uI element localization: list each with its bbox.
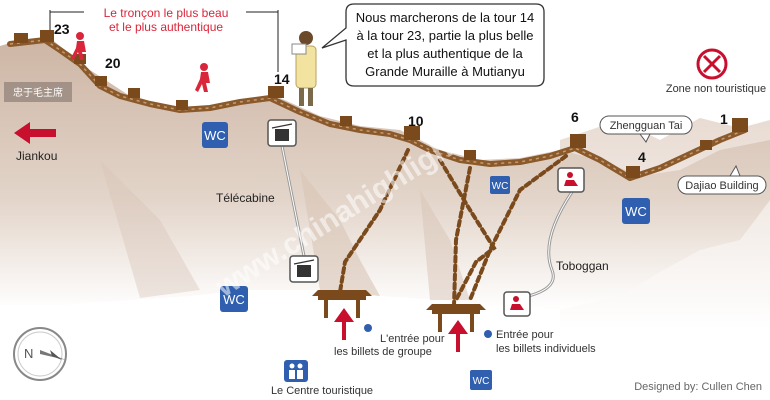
tower-label-23: 23 [54,21,70,37]
zhengguan-tai-label: Zhengguan Tai [610,120,683,132]
speech-bubble: Nous marcherons de la tour 14 à la tour … [321,3,545,87]
tower-label-4: 4 [638,149,646,165]
svg-text:WC: WC [492,181,509,192]
individual-entrance-marker [484,330,492,338]
designer-credit: Designed by: Cullen Chen [634,381,762,393]
individual-entrance-arrow-icon [448,320,468,352]
wc-icon: WC [470,370,492,390]
section-title-line2: et le plus authentique [109,20,223,34]
non-tourist-zone-label: Zone non touristique [666,83,766,95]
chinese-sign-plate [4,82,72,102]
wc-icon: WC [622,198,650,224]
compass-icon [13,327,67,381]
toboggan-label: Toboggan [556,259,609,273]
hiker-icon [195,63,210,92]
group-entrance-label-line2: les billets de groupe [334,346,432,358]
tourist-center-icon [284,360,308,382]
jiankou-arrow-icon [14,122,56,144]
tourist-center-label: Le Centre touristique [271,385,373,397]
valley-fold [300,170,380,296]
svg-text:WC: WC [204,128,226,143]
great-wall-highlight [9,39,746,179]
dajiao-building-label: Dajiao Building [685,180,758,192]
chinese-sign: 忠于毛主席 [13,86,63,99]
svg-text:WC: WC [625,204,647,219]
speech-bubble-line4: Grande Muraille à Mutianyu [365,64,525,79]
hiking-trails [338,148,568,308]
valley-fold [420,190,470,300]
cable-car-top-icon [267,119,297,147]
dajiao-building-tag: Dajiao Building [677,164,767,195]
section-bracket [49,10,279,72]
wc-icon: WC [220,286,248,312]
toboggan-top-icon [557,167,585,193]
hiker-icon [71,32,86,60]
svg-text:WC: WC [473,376,490,387]
svg-text:WC: WC [223,292,245,307]
guide-person-icon [291,31,317,106]
speech-bubble-line1: Nous marcherons de la tour 14 [356,10,534,25]
cable-car-line-inner [281,145,305,257]
speech-bubble-line3: et la plus authentique de la [367,46,523,61]
zhengguan-tai-tag: Zhengguan Tai [599,115,693,143]
mountain [0,38,770,310]
group-entrance-label-line1: L'entrée pour [380,333,445,345]
cable-car-bottom-icon [289,255,319,283]
tower-label-6: 6 [571,109,579,125]
individual-entrance-label-line1: Entrée pour [496,329,554,341]
section-title-line1: Le tronçon le plus beau [104,6,229,20]
wc-icon: WC [202,122,228,148]
toboggan-bottom-icon [503,291,531,317]
tower-label-1: 1 [720,111,728,127]
no-entry-icon [696,48,728,80]
speech-bubble-line2: à la tour 23, partie la plus belle [356,28,533,43]
wc-icon: WC [490,176,510,194]
group-entrance-gate-icon [312,290,372,318]
group-entrance-marker [364,324,372,332]
tower-label-10: 10 [408,113,424,129]
group-entrance-arrow-icon [334,308,354,340]
tower-label-20: 20 [105,55,121,71]
compass-north-label: N [24,346,33,361]
toboggan-track-inner [519,191,573,299]
tower-label-14: 14 [274,71,290,87]
individual-entrance-label-line2: les billets individuels [496,343,596,355]
jiankou-label: Jiankou [16,149,57,163]
valley-fold [100,160,200,298]
cable-car-label: Télécabine [216,191,275,205]
individual-entrance-gate-icon [426,304,486,332]
